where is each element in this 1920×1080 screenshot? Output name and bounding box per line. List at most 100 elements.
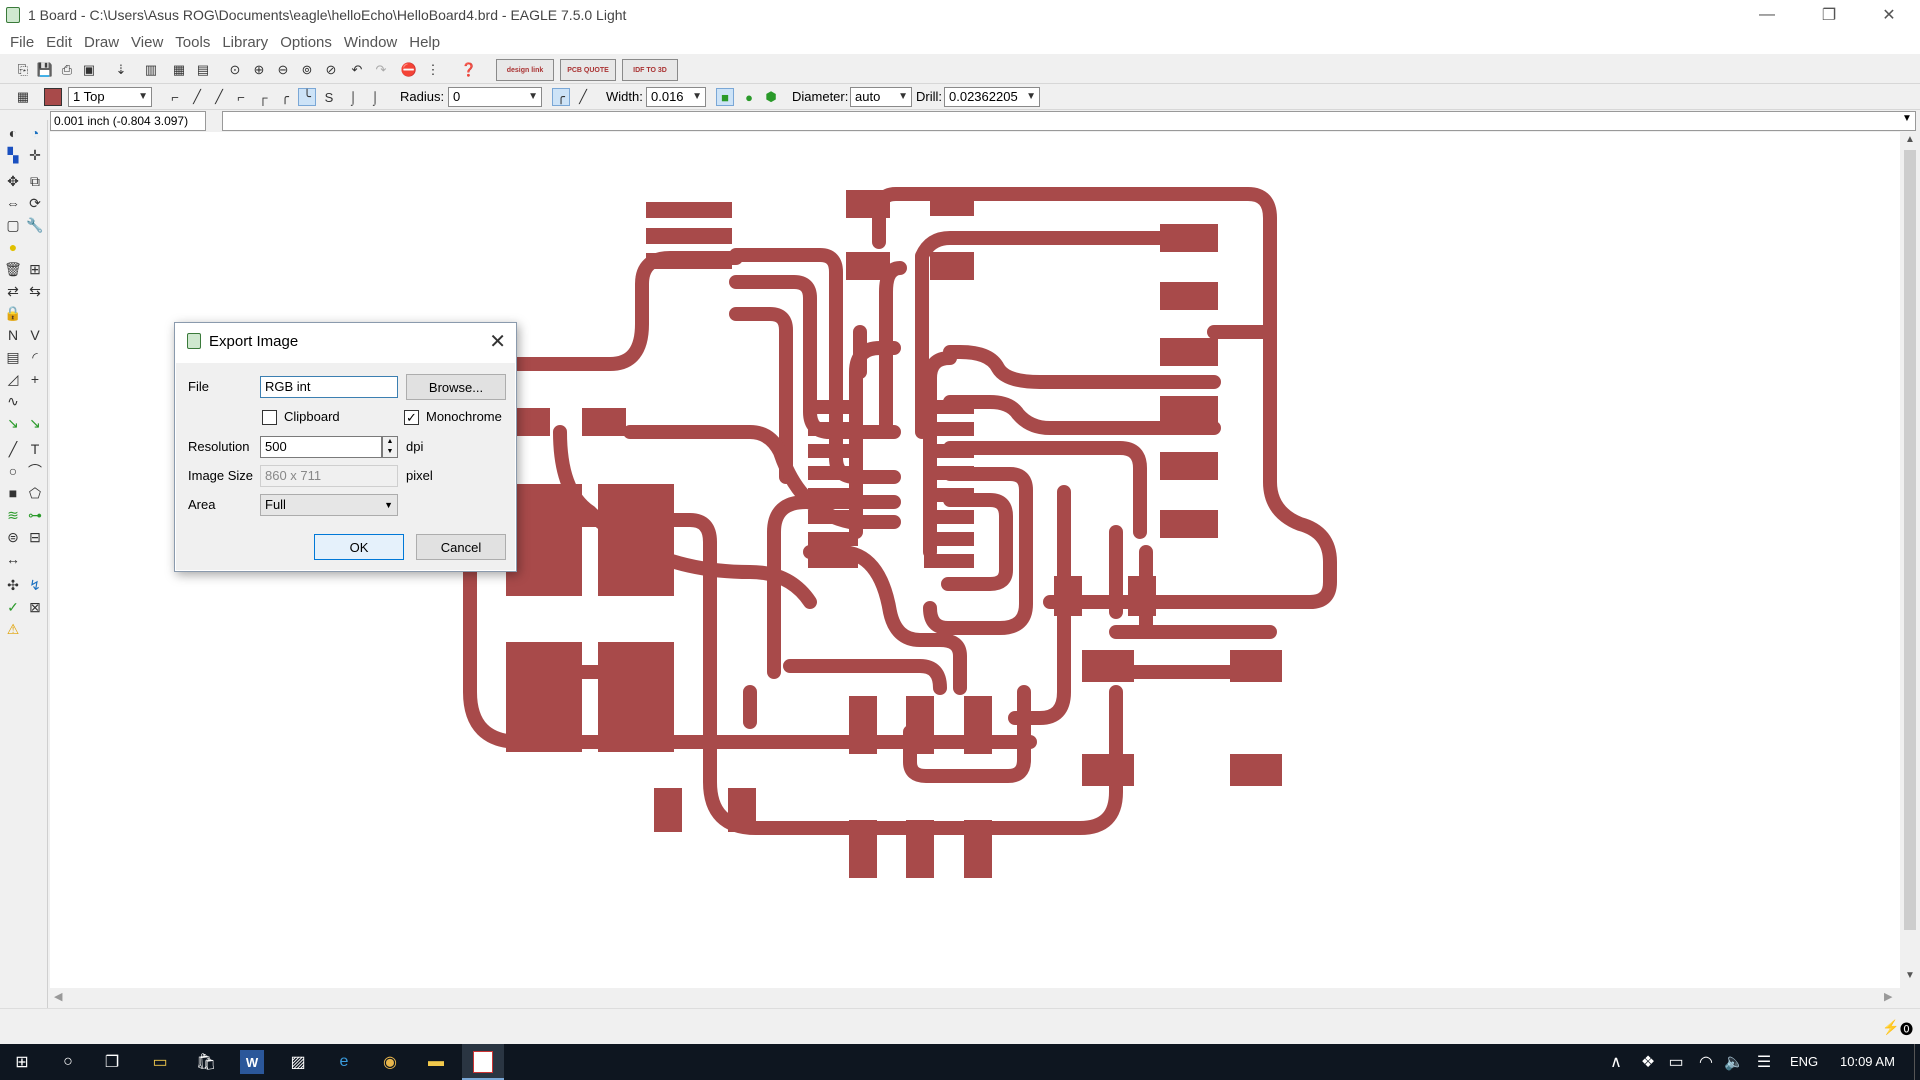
via-octagon-icon[interactable]: ⬢ — [765, 89, 777, 104]
menu-view[interactable]: View — [131, 33, 164, 51]
scroll-left-icon[interactable]: ◀ — [54, 991, 63, 1003]
info-icon[interactable]: ◐ — [8, 125, 18, 141]
cam-icon[interactable]: ▣ — [82, 62, 96, 77]
file-input[interactable]: RGB int — [260, 376, 398, 398]
meander-icon[interactable]: ∿ — [7, 392, 19, 409]
close-window-button[interactable]: ✕ — [1882, 7, 1896, 24]
wire-bend-8-icon[interactable]: ⌡ — [349, 89, 357, 105]
menu-help[interactable]: Help — [409, 33, 441, 51]
horizontal-scrollbar[interactable]: ◀ ▶ — [50, 988, 1900, 1008]
file-explorer-icon[interactable]: ▭ — [152, 1054, 168, 1071]
scroll-up-icon[interactable]: ▲ — [1905, 134, 1915, 145]
name-icon[interactable]: N — [7, 327, 19, 343]
mirror-icon[interactable]: ⇔ — [6, 195, 20, 211]
word-icon[interactable]: W — [240, 1050, 264, 1074]
rect-icon[interactable]: ■ — [8, 485, 18, 501]
hole-icon[interactable]: ⊜ — [7, 528, 19, 545]
split-icon[interactable]: ◿ — [7, 370, 19, 387]
idf-to-3d-button[interactable]: IDF TO 3D — [622, 59, 678, 81]
menu-draw[interactable]: Draw — [84, 33, 120, 51]
value-icon[interactable]: V — [30, 327, 40, 343]
menu-window[interactable]: Window — [343, 33, 398, 51]
go-icon[interactable]: ⋮ — [426, 62, 440, 77]
wire-bend-4-icon[interactable]: ┌ — [258, 89, 268, 105]
show-hidden-icons-icon[interactable]: ∧ — [1610, 1054, 1622, 1071]
language-indicator[interactable]: ENG — [1790, 1054, 1819, 1069]
folder-icon[interactable]: ▬ — [428, 1053, 444, 1070]
volume-icon[interactable]: 🔈 — [1724, 1054, 1744, 1071]
wifi-icon[interactable]: ◠ — [1699, 1054, 1713, 1071]
task-view-icon[interactable]: ❐ — [104, 1054, 120, 1071]
stop-status-icon[interactable]: ⓿ — [1900, 1022, 1914, 1037]
clock[interactable]: 10:09 AM — [1840, 1054, 1895, 1069]
replace-icon[interactable]: ⇆ — [29, 282, 41, 299]
browse-button[interactable]: Browse... — [406, 374, 506, 400]
close-icon[interactable]: ✕ — [489, 331, 506, 353]
rotate-icon[interactable]: ⟳ — [29, 194, 41, 211]
lock-icon[interactable]: 🔒 — [4, 304, 22, 321]
wire-bend-0-icon[interactable]: ⌐ — [171, 89, 179, 105]
redo-icon[interactable]: ↷ — [375, 62, 387, 77]
ulp-icon[interactable]: ▥ — [144, 62, 158, 77]
wire-bend-9-icon[interactable]: ⌡ — [371, 89, 379, 105]
paste-icon[interactable]: ● — [8, 239, 18, 255]
resolution-spinner[interactable]: ▲▼ — [382, 436, 398, 458]
zoom-in-icon[interactable]: ⊕ — [253, 62, 265, 77]
text-icon[interactable]: T — [30, 441, 40, 457]
menu-library[interactable]: Library — [222, 33, 269, 51]
autorouter-icon[interactable]: ↯ — [29, 576, 41, 593]
pcb-quote-button[interactable]: PCB QUOTE — [560, 59, 616, 81]
pinswap-icon[interactable]: ⇄ — [7, 282, 19, 299]
layer-select[interactable]: 1 Top▼ — [68, 87, 152, 107]
help-icon[interactable]: ❓ — [460, 62, 478, 77]
group-icon[interactable]: ▢ — [6, 216, 20, 233]
clipboard-checkbox[interactable] — [262, 410, 277, 425]
edge-icon[interactable]: e — [339, 1053, 349, 1070]
smash-icon[interactable]: ▤ — [6, 348, 20, 365]
schematic-icon[interactable]: ▤ — [196, 62, 210, 77]
undo-icon[interactable]: ↶ — [351, 62, 363, 77]
minimize-button[interactable]: — — [1759, 6, 1775, 23]
copy-icon[interactable]: ⧉ — [30, 172, 40, 189]
add-icon[interactable]: ⊞ — [29, 260, 41, 277]
miter-straight-icon[interactable]: ╱ — [579, 89, 587, 104]
battery-icon[interactable]: ▭ — [1668, 1054, 1684, 1071]
via-icon[interactable]: ≋ — [7, 506, 19, 523]
dimension-icon[interactable]: ↔ — [6, 551, 20, 567]
ripup-icon[interactable]: ↘ — [29, 414, 41, 431]
wire-bend-5-icon[interactable]: ╭ — [281, 89, 289, 104]
print-icon[interactable]: ⎙ — [61, 62, 73, 77]
zoom-redraw-icon[interactable]: ⊚ — [301, 62, 313, 77]
dropbox-icon[interactable]: ❖ — [1640, 1054, 1656, 1071]
delete-icon[interactable]: 🗑 — [4, 260, 22, 277]
polygon-icon[interactable]: ⬠ — [28, 484, 42, 501]
vertical-scroll-thumb[interactable] — [1904, 150, 1916, 930]
diameter-select[interactable]: auto▼ — [850, 87, 912, 107]
wire-bend-2-icon[interactable]: ╱ — [215, 89, 223, 104]
miter-icon[interactable]: ◜ — [32, 348, 38, 365]
zoom-out-icon[interactable]: ⊖ — [277, 62, 289, 77]
windows-start-icon[interactable]: ⊞ — [15, 1054, 29, 1071]
drill-select[interactable]: 0.02362205▼ — [944, 87, 1040, 107]
route-icon[interactable]: ↘ — [7, 414, 19, 431]
script-icon[interactable]: ⇣ — [115, 62, 127, 77]
vertical-scrollbar[interactable]: ▲ ▼ — [1900, 132, 1920, 988]
erc-icon[interactable]: ✓ — [7, 598, 19, 615]
cancel-button[interactable]: Cancel — [416, 534, 506, 560]
arc-icon[interactable]: ⌒ — [28, 463, 42, 479]
circle-icon[interactable]: ○ — [8, 463, 18, 479]
warning-icon[interactable]: ⚠ — [6, 620, 20, 637]
design-link-button[interactable]: design link — [496, 59, 554, 81]
monochrome-checkbox[interactable]: ✓ — [404, 410, 419, 425]
cortana-icon[interactable]: ○ — [63, 1053, 73, 1070]
zoom-fit-icon[interactable]: ⊙ — [229, 62, 241, 77]
via-square-icon[interactable]: ■ — [716, 88, 734, 106]
board-icon[interactable]: ▦ — [172, 62, 186, 77]
store-icon[interactable]: 🛍 — [195, 1054, 217, 1071]
restore-button[interactable]: ❐ — [1821, 7, 1837, 24]
drc-icon[interactable]: ⊠ — [29, 598, 41, 615]
menu-file[interactable]: File — [10, 33, 35, 51]
save-icon[interactable]: 💾 — [36, 62, 54, 77]
attribute-icon[interactable]: ⊟ — [29, 528, 41, 545]
wire-bend-3-icon[interactable]: ⌐ — [237, 89, 245, 105]
